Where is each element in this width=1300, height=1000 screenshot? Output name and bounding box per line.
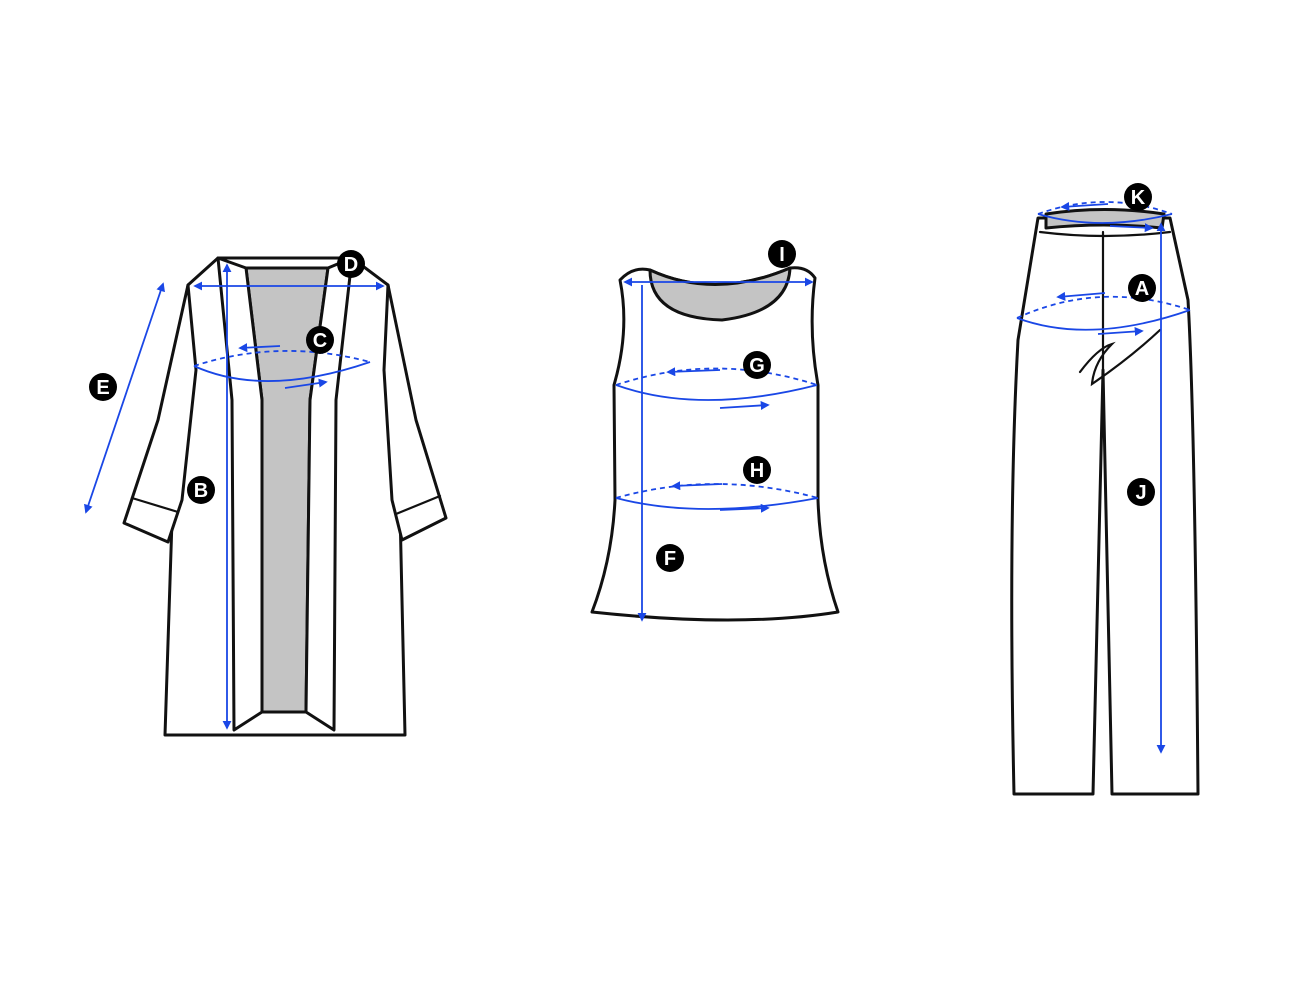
measure-k-arrow-left: [1060, 202, 1109, 212]
measure-k-arrow-right: [1109, 223, 1154, 233]
label-h: H: [743, 456, 771, 484]
label-b-circle: [187, 476, 215, 504]
label-c-circle: [306, 326, 334, 354]
measure-k-waist-back: [1037, 201, 1173, 215]
measure-h-arrow-left: [671, 481, 723, 491]
label-d-circle: [337, 250, 365, 278]
label-g-circle: [743, 351, 771, 379]
measure-a-arrow-right: [1097, 327, 1144, 336]
label-j-text: J: [1135, 482, 1146, 504]
measure-c-arrow-left: [238, 343, 281, 353]
tank-top-drawing: [590, 266, 840, 622]
measurement-badges: A B C D E F G H I J K: [89, 183, 1156, 572]
label-g: G: [743, 351, 771, 379]
label-g-text: G: [749, 355, 765, 377]
label-a: A: [1128, 274, 1156, 302]
label-a-circle: [1128, 274, 1156, 302]
label-j-circle: [1127, 478, 1155, 506]
measure-h-waist-front: [615, 497, 819, 510]
label-c: C: [306, 326, 334, 354]
measure-c-chest-back: [193, 350, 371, 367]
cardigan-drawing: [122, 256, 448, 737]
label-d: D: [337, 250, 365, 278]
label-e-circle: [89, 373, 117, 401]
label-e: E: [89, 373, 117, 401]
measure-a-hip-back: [1016, 295, 1191, 319]
measure-k-waist-front: [1037, 213, 1173, 224]
measurement-lines: [84, 201, 1191, 754]
measure-a-arrow-left: [1056, 291, 1106, 301]
label-i-text: I: [779, 244, 785, 266]
measure-g-arrow-right: [719, 400, 770, 410]
label-k: K: [1124, 183, 1152, 211]
measure-a-hip-front: [1016, 309, 1191, 331]
label-k-text: K: [1131, 187, 1146, 209]
label-h-circle: [743, 456, 771, 484]
label-k-circle: [1124, 183, 1152, 211]
measure-c-arrow-right: [284, 378, 328, 389]
measure-e-sleeve: [84, 282, 165, 514]
measure-c-chest-front: [193, 361, 371, 382]
label-b-text: B: [194, 480, 208, 502]
label-i-circle: [768, 240, 796, 268]
label-i: I: [768, 240, 796, 268]
label-e-text: E: [96, 377, 109, 399]
label-f-circle: [656, 544, 684, 572]
label-b: B: [187, 476, 215, 504]
label-j: J: [1127, 478, 1155, 506]
label-f-text: F: [664, 548, 676, 570]
measure-g-arrow-left: [666, 367, 721, 377]
label-f: F: [656, 544, 684, 572]
label-c-text: C: [313, 330, 327, 352]
label-d-text: D: [344, 254, 358, 276]
measure-h-arrow-right: [719, 503, 770, 513]
measure-g-bust-back: [615, 367, 818, 386]
label-a-text: A: [1135, 278, 1149, 300]
measure-g-bust-front: [615, 384, 818, 401]
label-h-text: H: [750, 460, 764, 482]
